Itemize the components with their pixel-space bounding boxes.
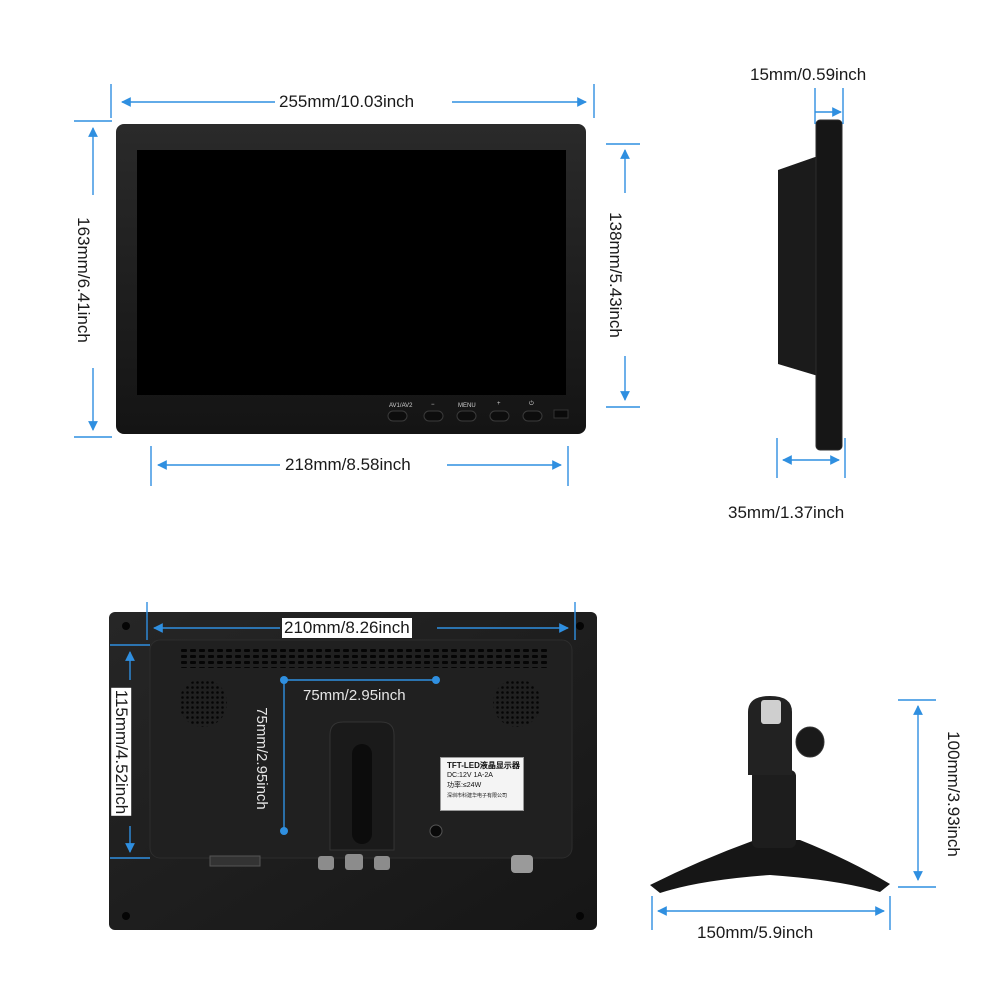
menu-button-label: MENU (458, 403, 476, 409)
plus-button-label: + (497, 401, 501, 407)
stand-height-label: 100mm/3.93inch (942, 729, 963, 859)
audio-jack (429, 824, 443, 838)
vent-slots (178, 646, 550, 668)
screen-height-label: 138mm/5.43inch (604, 210, 625, 340)
screen-width-label: 218mm/8.58inch (283, 455, 413, 475)
power-button-label: ⏻ (529, 401, 534, 407)
stand-width-label: 150mm/5.9inch (695, 923, 816, 943)
vesa-hole-marker (280, 827, 288, 835)
corner-screw (576, 912, 584, 920)
bracket-slot (352, 744, 372, 844)
stand-base (650, 840, 890, 893)
total-depth-label: 35mm/1.37inch (726, 503, 847, 523)
stand-pole (752, 770, 796, 848)
minus-button-label: − (431, 402, 435, 408)
vesa-horizontal-label: 75mm/2.95inch (303, 687, 406, 704)
dc-power-jack (511, 855, 533, 873)
sticker-maker: 深圳市科建华电子有限公司 (447, 793, 508, 799)
back-dimension-lines (110, 602, 576, 859)
monitor-stand (650, 696, 890, 893)
side-panel (815, 119, 843, 451)
front-view-monitor (116, 124, 586, 434)
minus-button (423, 410, 444, 422)
menu-button (456, 410, 477, 422)
front-dimension-lines (74, 84, 640, 486)
panel-thickness-label: 15mm/0.59inch (748, 65, 869, 85)
sticker-input: DC:12V 1A-2A (447, 772, 493, 779)
power-button (522, 410, 543, 422)
front-screen (137, 150, 566, 395)
tilt-knob (795, 726, 825, 758)
rating-sticker: TFT-LED液晶显示器 DC:12V 1A-2A 功率:≤24W 深圳市科建华… (440, 757, 524, 811)
back-width-label: 210mm/8.26inch (282, 618, 412, 638)
stand-dimension-lines (651, 699, 936, 930)
sticker-title: TFT-LED液晶显示器 (447, 761, 520, 770)
av-button-label: AV1/AV2 (389, 403, 413, 409)
vesa-hole-marker (280, 676, 288, 684)
mount-plate (761, 700, 781, 724)
vga-port (209, 855, 261, 867)
side-dimension-lines (776, 88, 846, 478)
plus-button (489, 410, 510, 422)
bnc-connector (374, 856, 390, 870)
corner-screw (576, 622, 584, 630)
sticker-power: 功率:≤24W (447, 782, 482, 789)
side-back-housing (778, 156, 818, 376)
back-view-monitor (109, 612, 597, 930)
speaker-grill-left (179, 679, 227, 727)
front-button-row (387, 409, 569, 422)
bnc-connector (318, 856, 334, 870)
bnc-connector (345, 854, 363, 870)
corner-screw (122, 912, 130, 920)
corner-screw (122, 622, 130, 630)
front-width-label: 255mm/10.03inch (277, 92, 417, 112)
vesa-hole-marker (432, 676, 440, 684)
front-height-label: 163mm/6.41inch (72, 215, 93, 345)
vesa-vertical-label: 75mm/2.95inch (252, 707, 270, 810)
back-height-label: 115mm/4.52inch (111, 687, 132, 817)
ir-receiver (553, 409, 569, 419)
av-button (387, 410, 408, 422)
side-view-monitor (778, 119, 843, 451)
speaker-grill-right (493, 679, 541, 727)
